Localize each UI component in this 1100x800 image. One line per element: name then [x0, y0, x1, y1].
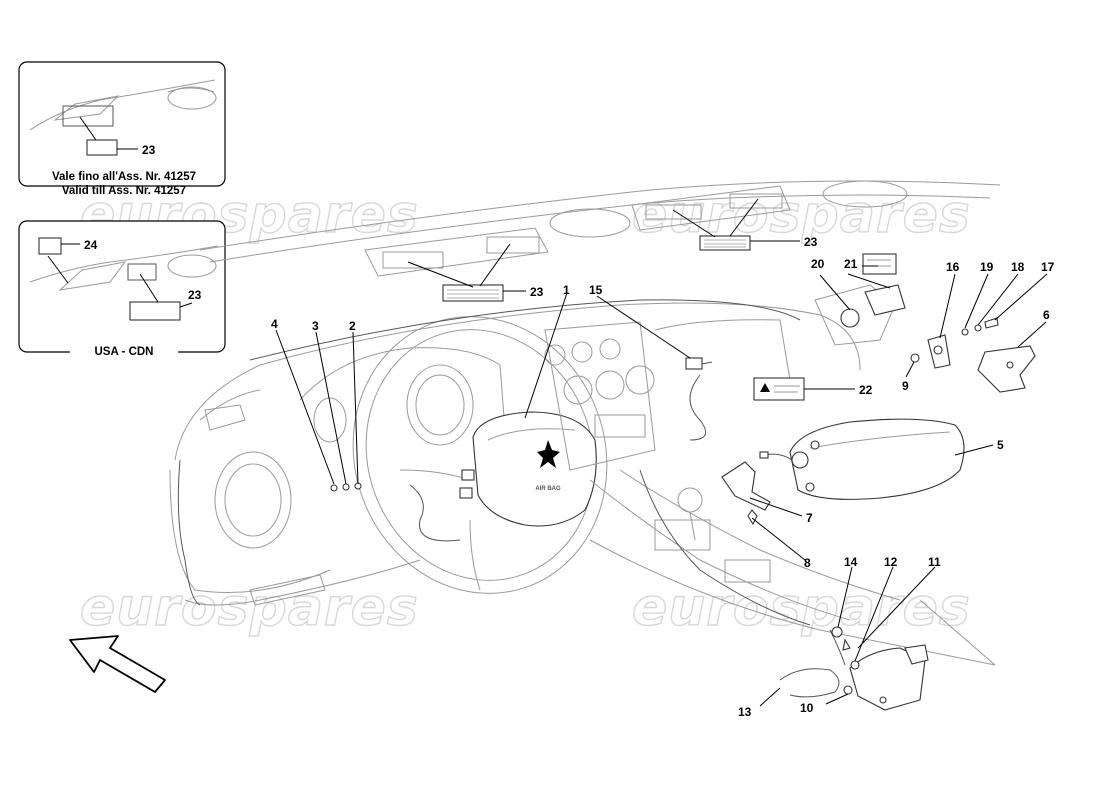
watermarks: eurospares eurospares eurospares eurospa…	[79, 184, 971, 638]
inset-bottom-callout-23: 23	[188, 288, 202, 302]
callout-8: 8	[804, 556, 811, 570]
watermark-top-right: eurospares	[632, 185, 971, 245]
inset-bottom: 24 23 USA - CDN	[18, 220, 226, 358]
watermark-bottom-left: eurospares	[80, 578, 419, 638]
callout-12: 12	[884, 555, 898, 569]
callout-5: 5	[997, 438, 1004, 452]
callout-23-visor: 23	[804, 235, 818, 249]
callout-6: 6	[1043, 308, 1050, 322]
callout-22: 22	[859, 383, 873, 397]
inset-top: 23 Vale fino all'Ass. Nr. 41257 Valid ti…	[18, 61, 226, 197]
callout-1: 1	[563, 283, 570, 297]
callout-11: 11	[928, 555, 941, 569]
steering-airbag-badge: AIR BAG	[535, 486, 561, 492]
callout-21: 21	[844, 257, 858, 271]
callout-20: 20	[811, 257, 825, 271]
leader-lines	[275, 198, 1048, 707]
callout-17: 17	[1041, 260, 1055, 274]
callout-2: 2	[349, 319, 356, 333]
direction-arrow-icon	[69, 635, 166, 693]
callout-14: 14	[844, 555, 858, 569]
inset-top-caption-en: Valid till Ass. Nr. 41257	[62, 185, 186, 197]
warning-triangle-icon	[760, 383, 770, 392]
callout-16: 16	[946, 260, 960, 274]
watermark-bottom-right: eurospares	[632, 578, 971, 638]
callout-numbers: 1 2 3 4 5 6 7 8 9 10 11 12 13 14 15 16 1…	[271, 235, 1055, 719]
callout-3: 3	[312, 319, 319, 333]
inset-top-caption-it: Vale fino all'Ass. Nr. 41257	[52, 171, 196, 183]
inset-top-callout-23: 23	[142, 143, 156, 157]
callout-10: 10	[800, 701, 814, 715]
callout-15: 15	[589, 283, 603, 297]
inset-bottom-callout-24: 24	[84, 238, 98, 252]
inset-bottom-caption: USA - CDN	[95, 346, 154, 358]
callout-7: 7	[806, 511, 813, 525]
callout-4: 4	[271, 317, 278, 331]
callout-18: 18	[1011, 260, 1025, 274]
callout-9: 9	[902, 379, 909, 393]
callout-19: 19	[980, 260, 994, 274]
callout-23-dash: 23	[530, 285, 544, 299]
callout-13: 13	[738, 705, 752, 719]
prancing-horse-icon	[537, 440, 560, 468]
